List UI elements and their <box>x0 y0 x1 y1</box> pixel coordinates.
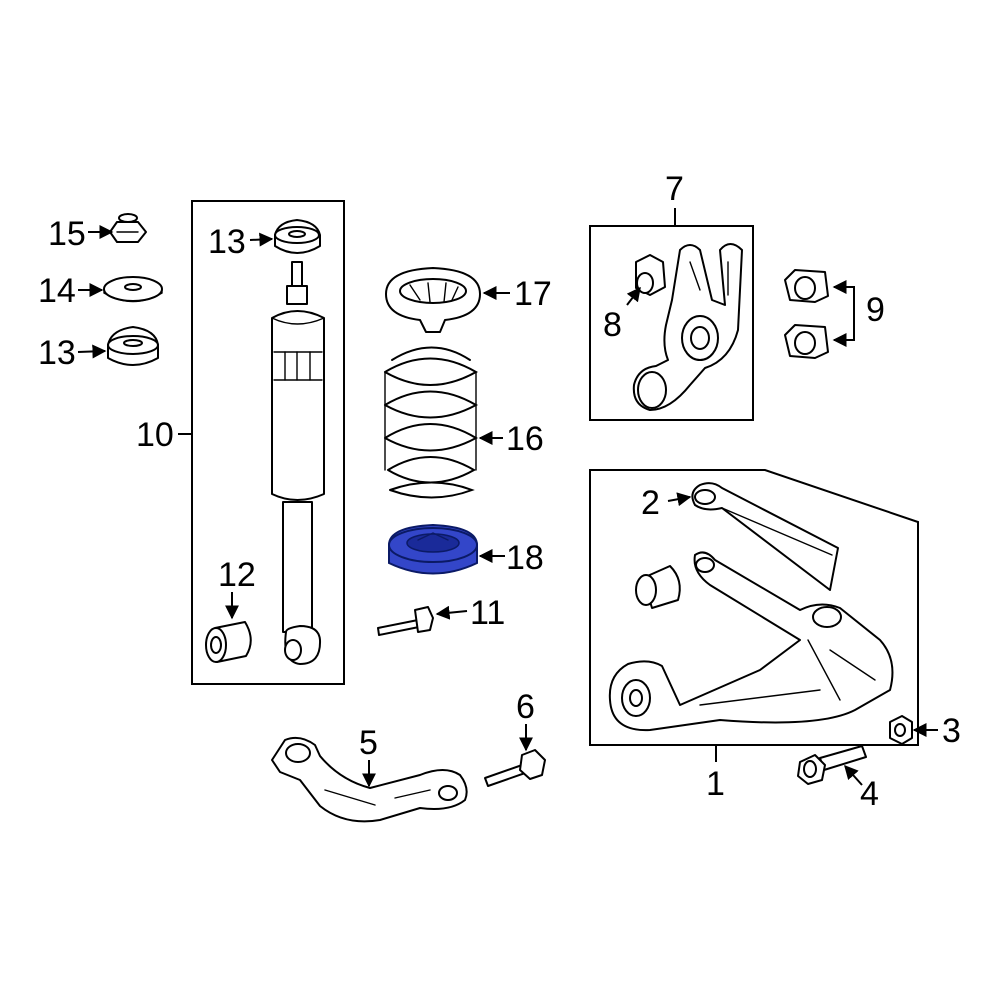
part-2-upper-control-arm[interactable] <box>691 482 839 591</box>
part-3-nut[interactable] <box>889 715 913 745</box>
part-16-coil-spring[interactable] <box>384 346 479 499</box>
part-5-trailing-arm[interactable] <box>271 736 468 823</box>
callout-5: 5 <box>359 724 378 762</box>
callout-16: 16 <box>506 420 544 458</box>
callout-2: 2 <box>641 484 660 522</box>
callout-18: 18 <box>506 539 544 577</box>
callout-13-left: 13 <box>38 334 76 372</box>
part-6-bolt[interactable] <box>484 749 546 787</box>
part-4-bolt[interactable] <box>797 745 867 785</box>
part-18-lower-spring-insulator[interactable] <box>388 523 478 575</box>
part-8-knuckle-bushing[interactable] <box>635 254 666 296</box>
part-7-steering-knuckle[interactable] <box>632 243 743 411</box>
part-14-washer[interactable] <box>103 276 163 303</box>
part-17-upper-spring-seat[interactable] <box>385 267 481 333</box>
part-10-shock-absorber[interactable] <box>271 261 325 665</box>
callout-15: 15 <box>48 215 86 253</box>
callout-11: 11 <box>470 594 505 632</box>
callout-6: 6 <box>516 688 535 726</box>
part-13-bushing-top[interactable] <box>274 219 321 254</box>
part-12-bushing[interactable] <box>205 621 252 663</box>
part-15-nut[interactable] <box>109 213 147 243</box>
callout-10: 10 <box>136 416 174 454</box>
callout-8: 8 <box>603 306 622 344</box>
callout-4: 4 <box>860 775 879 813</box>
part-9-bushing-lower[interactable] <box>784 324 829 359</box>
shock-assembly-frame <box>191 200 345 685</box>
knuckle-group-frame <box>589 225 754 421</box>
part-9-bushing-upper[interactable] <box>784 269 829 303</box>
part-11-bolt[interactable] <box>377 606 434 636</box>
part-1-lower-control-arm[interactable] <box>608 551 894 732</box>
callout-13-top: 13 <box>208 223 246 261</box>
callout-7: 7 <box>665 170 684 208</box>
callout-9: 9 <box>866 291 885 329</box>
callout-12: 12 <box>218 556 256 594</box>
callout-17: 17 <box>514 275 552 313</box>
leader-lines <box>77 208 938 788</box>
callout-3: 3 <box>942 712 961 750</box>
lower-arm-group-frame <box>589 469 919 746</box>
callout-14: 14 <box>38 272 76 310</box>
part-13-bushing-left[interactable] <box>107 326 159 366</box>
callout-labels: 15 14 13 13 10 12 17 16 18 11 7 8 9 2 1 … <box>38 170 961 813</box>
lower-arm-bushing[interactable] <box>635 565 681 609</box>
callout-1: 1 <box>706 765 725 803</box>
